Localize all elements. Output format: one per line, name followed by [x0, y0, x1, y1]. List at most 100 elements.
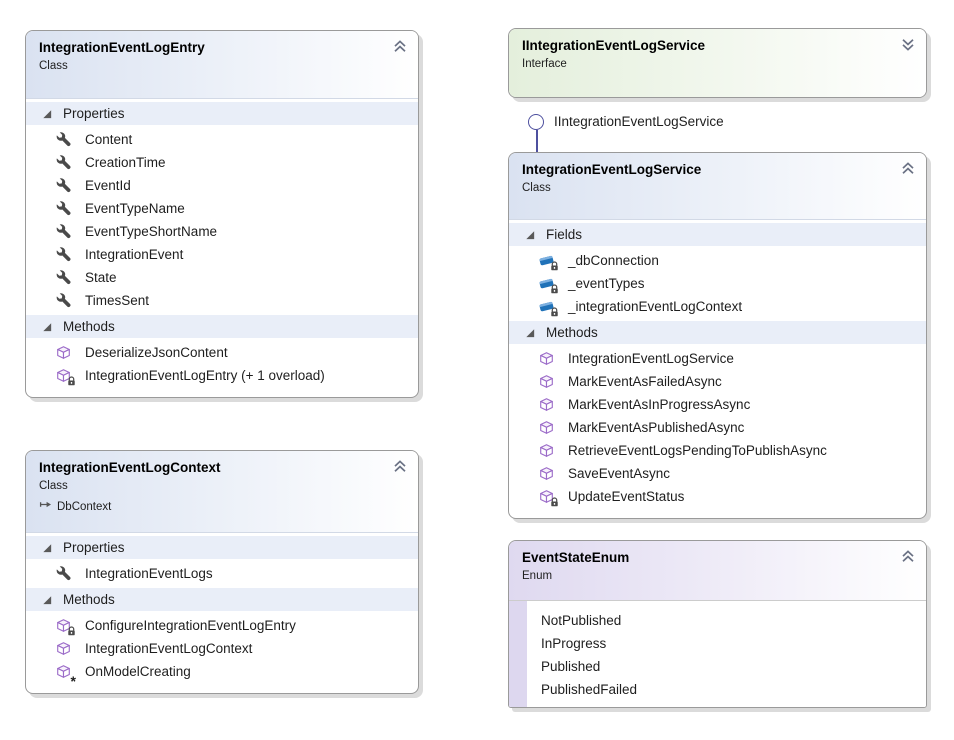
- member-row[interactable]: Content: [26, 128, 418, 151]
- section-header[interactable]: Properties: [26, 102, 418, 125]
- property-icon: [56, 132, 71, 147]
- collapse-chevron-icon[interactable]: [899, 548, 917, 565]
- member-row[interactable]: State: [26, 266, 418, 289]
- method-icon: [539, 443, 554, 458]
- property-icon: [56, 566, 71, 581]
- expander-triangle-icon[interactable]: [41, 594, 53, 606]
- expander-triangle-icon[interactable]: [524, 327, 536, 339]
- expander-triangle-icon[interactable]: [41, 542, 53, 554]
- collapse-chevron-icon[interactable]: [391, 458, 409, 475]
- method-icon: [539, 420, 554, 435]
- member-name: CreationTime: [85, 155, 166, 170]
- enum-member-row[interactable]: NotPublished: [509, 609, 926, 632]
- member-row[interactable]: _dbConnection: [509, 249, 926, 272]
- connector-label: IIntegrationEventLogService: [554, 114, 724, 129]
- class-node-integration-event-log-context[interactable]: IntegrationEventLogContext Class DbConte…: [25, 450, 419, 694]
- member-name: Content: [85, 132, 133, 147]
- node-header[interactable]: EventStateEnum Enum: [509, 541, 926, 601]
- interface-lollipop-connector[interactable]: IIntegrationEventLogService: [527, 113, 787, 169]
- member-row[interactable]: IntegrationEventLogService: [509, 347, 926, 370]
- section-header[interactable]: Methods: [509, 321, 926, 344]
- member-row[interactable]: MarkEventAsPublishedAsync: [509, 416, 926, 439]
- member-row[interactable]: CreationTime: [26, 151, 418, 174]
- section-header[interactable]: Properties: [26, 536, 418, 559]
- member-name: UpdateEventStatus: [568, 489, 685, 504]
- section-header[interactable]: Methods: [26, 315, 418, 338]
- member-row[interactable]: IntegrationEvent: [26, 243, 418, 266]
- inherits-arrow-icon: [39, 498, 52, 515]
- method-icon: [539, 351, 554, 366]
- node-header[interactable]: IntegrationEventLogService Class: [509, 153, 926, 220]
- method-icon: [56, 345, 71, 360]
- member-row[interactable]: MarkEventAsInProgressAsync: [509, 393, 926, 416]
- enum-member-row[interactable]: Published: [509, 655, 926, 678]
- node-title: EventStateEnum: [522, 550, 630, 565]
- member-name: OnModelCreating: [85, 664, 191, 679]
- lock-icon: [67, 626, 76, 636]
- section-label: Methods: [546, 325, 598, 340]
- fields-section: Fields _dbConnection _eventTypes_integrati…: [509, 223, 926, 318]
- node-header[interactable]: IntegrationEventLogEntry Class: [26, 31, 418, 99]
- member-row[interactable]: TimesSent: [26, 289, 418, 312]
- node-header[interactable]: IntegrationEventLogContext Class DbConte…: [26, 451, 418, 533]
- member-row[interactable]: _eventTypes: [509, 272, 926, 295]
- section-header[interactable]: Methods: [26, 588, 418, 611]
- expander-triangle-icon[interactable]: [524, 229, 536, 241]
- member-name: MarkEventAsPublishedAsync: [568, 420, 745, 435]
- member-name: MarkEventAsInProgressAsync: [568, 397, 751, 412]
- property-icon: [56, 293, 71, 308]
- class-node-integration-event-log-entry[interactable]: IntegrationEventLogEntry Class Propertie…: [25, 30, 419, 398]
- field-icon: [539, 253, 558, 271]
- section-label: Methods: [63, 592, 115, 607]
- expander-triangle-icon[interactable]: [41, 321, 53, 333]
- collapse-chevron-icon[interactable]: [391, 38, 409, 55]
- member-row[interactable]: IntegrationEventLogs: [26, 562, 418, 585]
- property-icon: [56, 270, 71, 285]
- member-name: State: [85, 270, 117, 285]
- member-name: IntegrationEventLogContext: [85, 641, 253, 656]
- method-icon: [539, 397, 554, 412]
- property-icon: [56, 178, 71, 193]
- member-row[interactable]: *OnModelCreating: [26, 660, 418, 688]
- connector-stem: [536, 130, 538, 169]
- collapse-chevron-icon[interactable]: [899, 160, 917, 177]
- node-title: IIntegrationEventLogService: [522, 38, 706, 53]
- node-header[interactable]: IIntegrationEventLogService Interface: [509, 29, 926, 97]
- section-header[interactable]: Fields: [509, 223, 926, 246]
- interface-node-iintegration-event-log-service[interactable]: IIntegrationEventLogService Interface: [508, 28, 927, 98]
- property-icon: [56, 224, 71, 239]
- enum-member-row[interactable]: PublishedFailed: [509, 678, 926, 701]
- class-node-integration-event-log-service[interactable]: IntegrationEventLogService Class Fields _…: [508, 152, 927, 519]
- member-name: IntegrationEventLogService: [568, 351, 734, 366]
- member-row[interactable]: UpdateEventStatus: [509, 485, 926, 508]
- member-row[interactable]: EventTypeName: [26, 197, 418, 220]
- lock-icon: [550, 307, 559, 317]
- base-type-label: DbContext: [57, 500, 112, 513]
- member-row[interactable]: EventId: [26, 174, 418, 197]
- member-name: _dbConnection: [568, 253, 659, 268]
- member-row[interactable]: IntegrationEventLogContext: [26, 637, 418, 660]
- member-row[interactable]: _integrationEventLogContext: [509, 295, 926, 318]
- lock-icon: [550, 261, 559, 271]
- member-row[interactable]: SaveEventAsync: [509, 462, 926, 485]
- method-icon: [56, 368, 75, 386]
- member-name: EventTypeShortName: [85, 224, 218, 239]
- member-row[interactable]: RetrieveEventLogsPendingToPublishAsync: [509, 439, 926, 462]
- member-row[interactable]: DeserializeJsonContent: [26, 341, 418, 364]
- node-title: IntegrationEventLogContext: [39, 460, 221, 475]
- member-row[interactable]: ConfigureIntegrationEventLogEntry: [26, 614, 418, 637]
- enum-member-name: NotPublished: [541, 613, 622, 628]
- method-icon: [56, 618, 75, 636]
- member-row[interactable]: MarkEventAsFailedAsync: [509, 370, 926, 393]
- member-name: IntegrationEventLogEntry (+ 1 overload): [85, 368, 325, 383]
- expander-triangle-icon[interactable]: [41, 108, 53, 120]
- member-row[interactable]: EventTypeShortName: [26, 220, 418, 243]
- member-row[interactable]: IntegrationEventLogEntry (+ 1 overload): [26, 364, 418, 387]
- expand-chevron-icon[interactable]: [899, 36, 917, 53]
- enum-member-row[interactable]: InProgress: [509, 632, 926, 655]
- node-kind: Class: [39, 480, 68, 492]
